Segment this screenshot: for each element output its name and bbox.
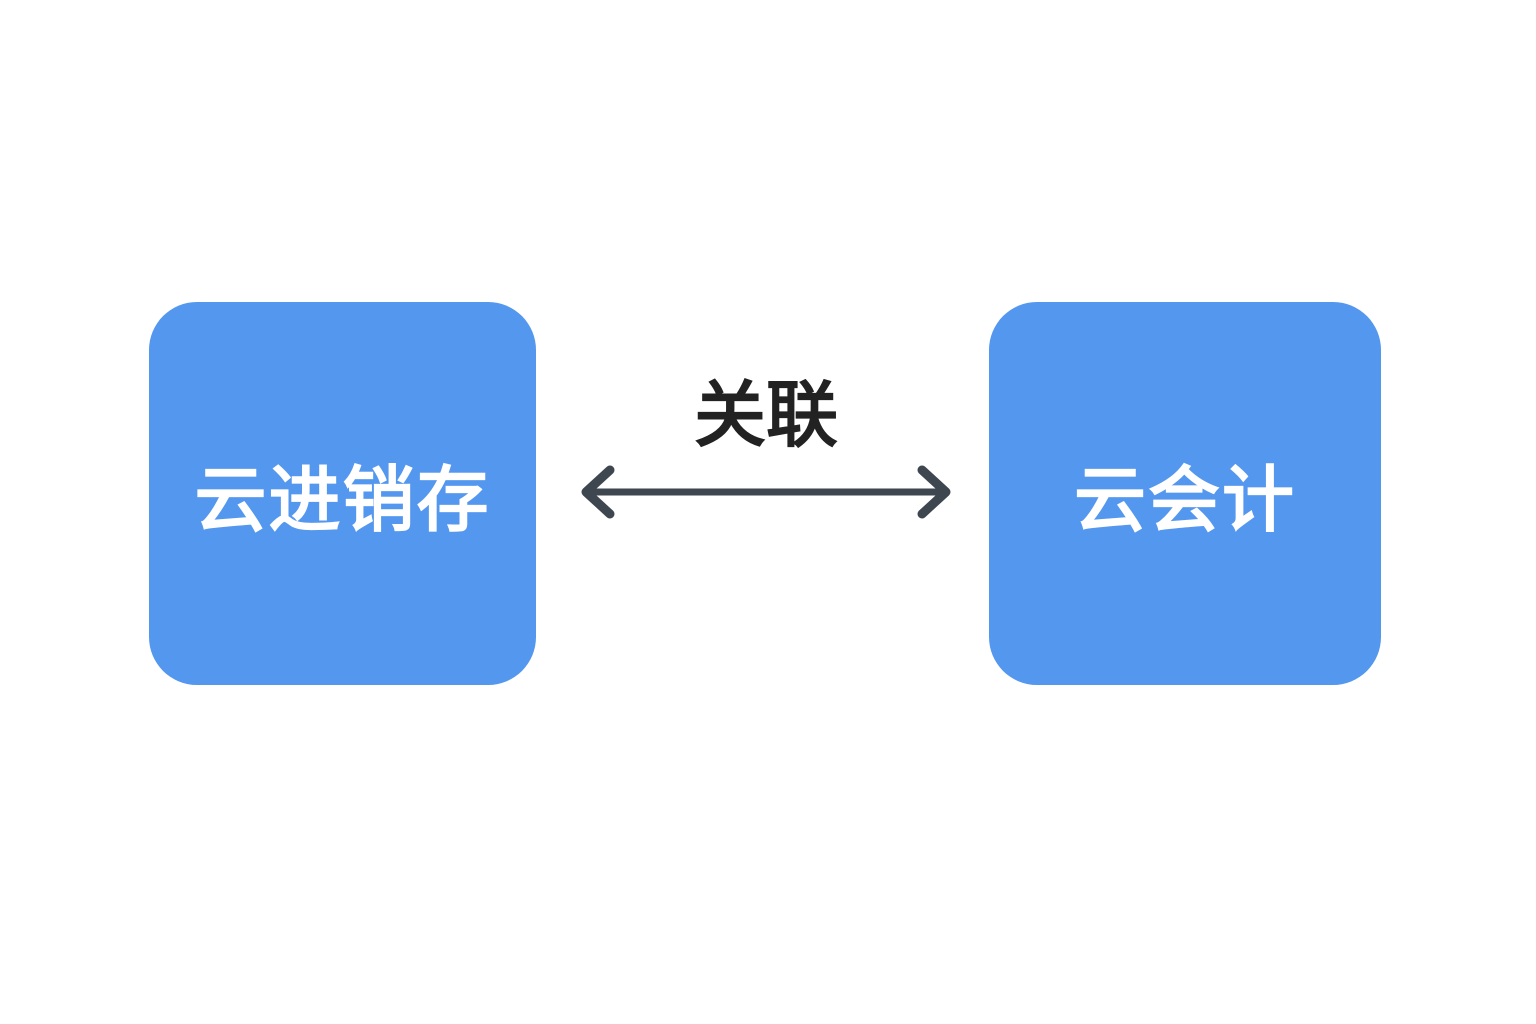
node-label: 云进销存 (194, 458, 491, 542)
node-label: 云会计 (1073, 458, 1296, 542)
node-cloud-inventory: 云进销存 (149, 302, 536, 685)
node-cloud-accounting: 云会计 (989, 302, 1381, 685)
arrow-head-left (581, 465, 615, 519)
relation-label: 关联 (693, 373, 838, 457)
arrow-head-right (917, 465, 951, 519)
bidirectional-arrow-icon (581, 465, 951, 519)
